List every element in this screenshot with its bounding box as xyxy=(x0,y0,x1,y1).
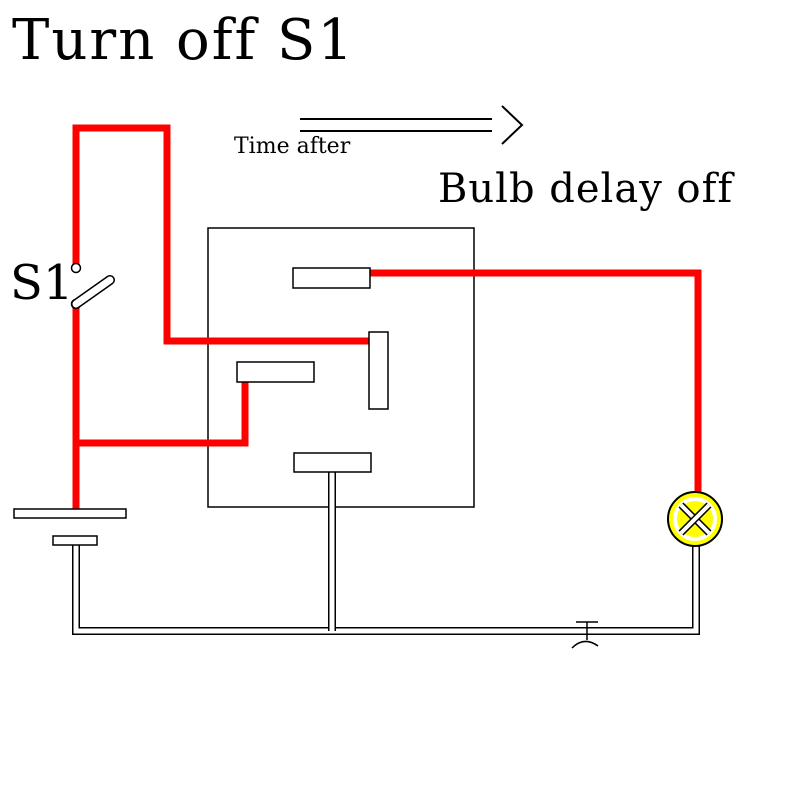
ground-wires xyxy=(72,470,700,635)
battery xyxy=(13,508,127,546)
result-text: Bulb delay off xyxy=(438,166,734,212)
switch-label: S1 xyxy=(10,255,74,311)
lamp-icon xyxy=(667,491,723,547)
relay-terminal-left xyxy=(236,361,315,383)
active-wires xyxy=(72,124,702,510)
relay-terminal-top xyxy=(292,267,371,289)
battery-positive-plate xyxy=(13,508,127,519)
diagram-title: Turn off S1 xyxy=(12,8,356,73)
relay-box xyxy=(207,227,475,508)
relay-terminal-vertical xyxy=(368,331,389,410)
arrow-caption: Time after xyxy=(234,134,351,159)
switch-s1 xyxy=(70,262,115,310)
battery-negative-plate xyxy=(52,535,98,546)
relay-terminal-bottom xyxy=(293,452,372,473)
relay-terminals xyxy=(236,267,389,473)
time-arrow xyxy=(300,105,524,145)
ground-icon xyxy=(571,621,599,649)
